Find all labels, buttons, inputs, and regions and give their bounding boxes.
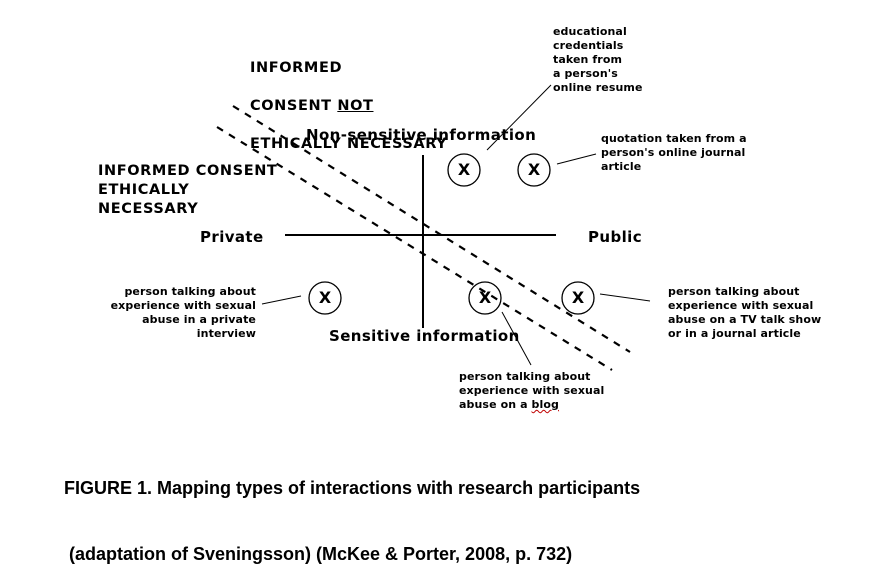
caption-line-1: FIGURE 1. Mapping types of interactions … [64, 478, 641, 498]
annotation-tv: person talking about experience with sex… [668, 285, 822, 340]
annotation-blog-text: person talking about experience with sex… [459, 370, 605, 411]
axis-label-right: Public [588, 228, 642, 246]
annotation-private-interview: person talking about experience with sex… [110, 285, 256, 340]
consent-word: CONSENT [250, 98, 338, 114]
leader-line-private-interview [261, 295, 302, 305]
diagram-canvas [216, 84, 651, 371]
figure-caption: FIGURE 1. Mapping types of interactions … [64, 433, 640, 587]
consent-necessary-label: INFORMED CONSENT ETHICALLY NECESSARY [98, 163, 278, 217]
axis-label-left: Private [200, 228, 264, 246]
mark-blog: X [478, 288, 492, 307]
annotation-blog: person talking about experience with sex… [459, 370, 604, 412]
not-word: NOT [337, 98, 374, 114]
mark-journal: X [527, 160, 541, 179]
mark-private-interview: X [318, 288, 332, 307]
annotation-blog-word: blog [531, 398, 560, 411]
axis-label-top: Non-sensitive information [306, 126, 537, 144]
leader-line-tv [599, 293, 651, 302]
annotation-resume: educational credentials taken from a per… [553, 25, 643, 94]
mark-circle-private-interview [308, 281, 342, 315]
leader-line-journal [556, 153, 597, 165]
leader-line-blog [501, 311, 532, 366]
mark-resume: X [457, 160, 471, 179]
mark-circle-blog [468, 281, 502, 315]
consent-not-line-1: INFORMED [250, 60, 343, 76]
annotation-journal: quotation taken from a person's online j… [601, 132, 747, 173]
leader-line-resume [486, 84, 552, 151]
caption-line-2: (adaptation of Sveningsson) (McKee & Por… [64, 544, 573, 564]
mark-circle-tv [561, 281, 595, 315]
consent-not-line-2: CONSENT NOT [250, 97, 447, 116]
mark-tv: X [571, 288, 585, 307]
consent-not-line-3: ETHICALLY NECESSARY [250, 136, 448, 152]
axis-label-bottom: Sensitive information [329, 327, 520, 345]
mark-circle-resume [447, 153, 481, 187]
consent-not-necessary-label: INFORMED CONSENT NOT ETHICALLY NECESSARY [250, 40, 447, 173]
mark-circle-journal [517, 153, 551, 187]
